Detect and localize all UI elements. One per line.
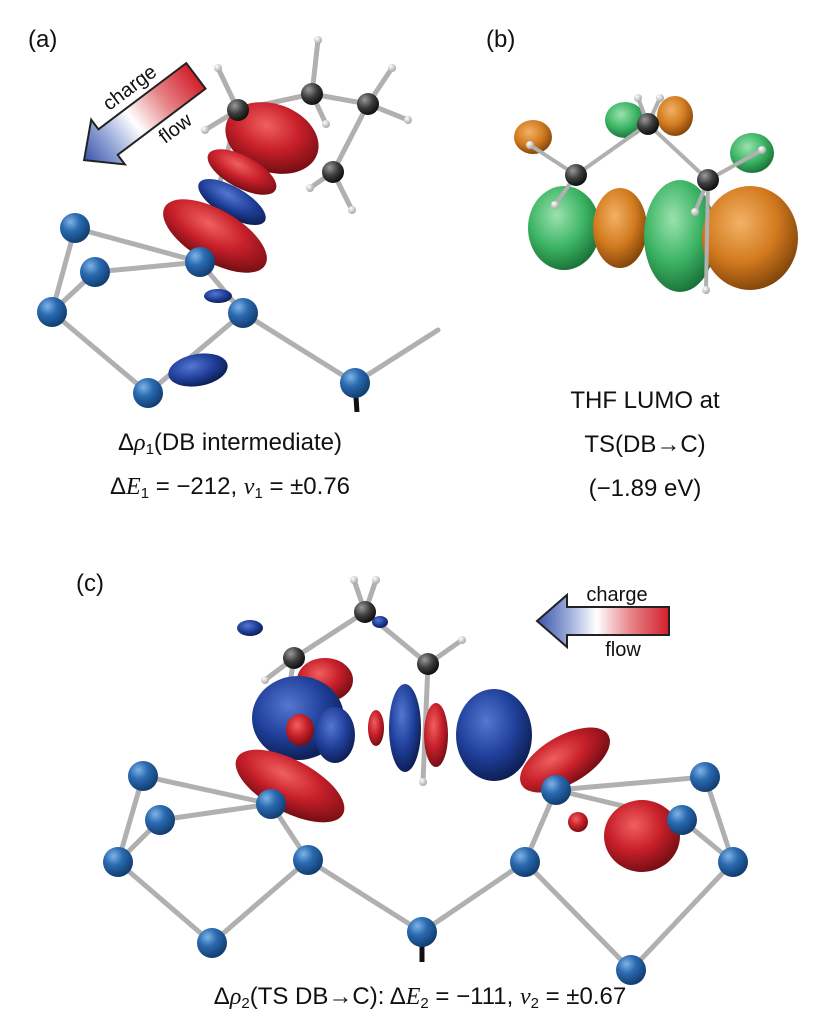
panel-b-caption-line1: THF LUMO at: [570, 387, 720, 414]
panel-c-label: (c): [76, 570, 104, 597]
panel-b-label: (b): [486, 26, 516, 53]
panel-b-caption-line2: TS(DB→C): [584, 431, 706, 458]
arrow-c-word1: charge: [586, 584, 647, 606]
panel-a-label: (a): [28, 26, 58, 53]
panel-b-orbitals: [514, 96, 798, 292]
arrow-c-word2: flow: [605, 639, 641, 661]
panel-b-molecule: [526, 94, 766, 294]
panel-a-atoms: [37, 36, 412, 408]
panel-c-density: [235, 616, 680, 872]
panel-a-density: [163, 102, 319, 387]
charge-flow-arrow-c: charge flow: [535, 584, 670, 661]
panel-a-caption-line1: Δρ1(DB intermediate): [118, 429, 342, 458]
panel-c-caption: Δρ2(TS DB→C): ΔE2 = −111, ν2 = ±0.67: [213, 983, 627, 1012]
charge-flow-arrow-a: charge flow: [82, 61, 207, 166]
panel-c-atoms: [103, 576, 748, 985]
panel-b-caption-line3: (−1.89 eV): [588, 475, 702, 502]
panel-a-caption-line2: ΔE1 = −212, ν1 = ±0.76: [109, 473, 351, 502]
